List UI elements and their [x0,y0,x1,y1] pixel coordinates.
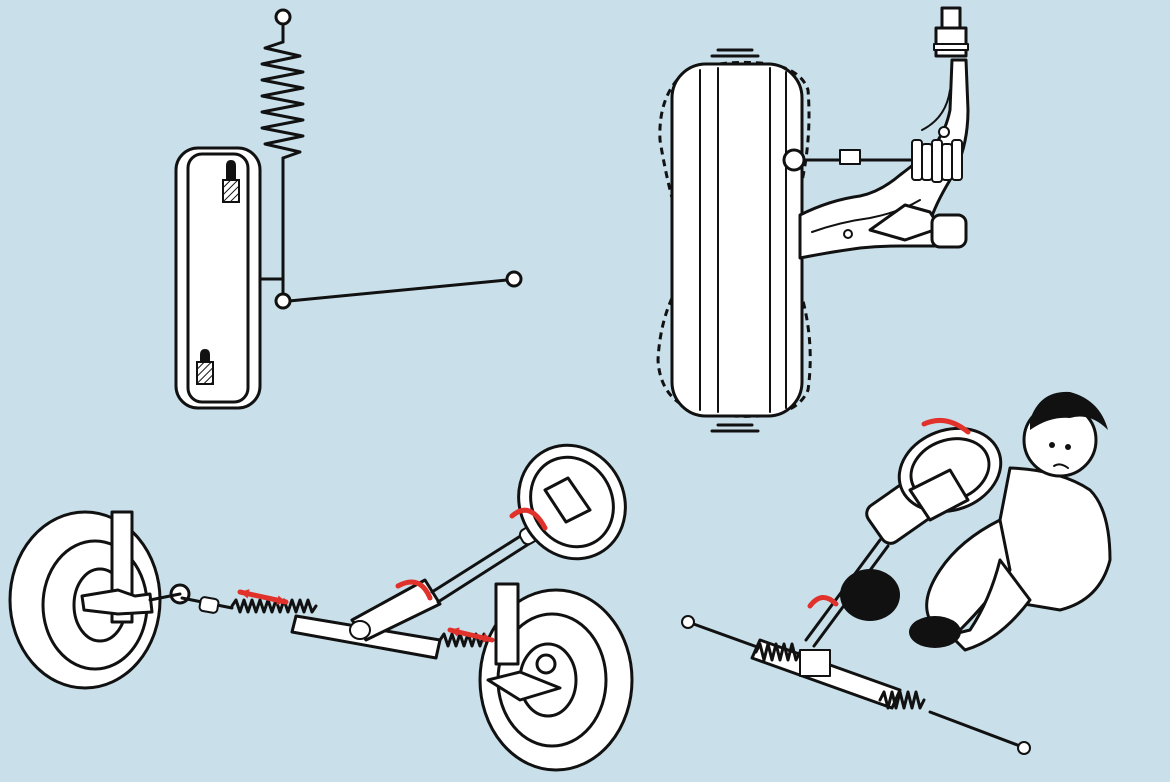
driver-rack [681,615,1031,755]
suspension-schematic-icon [174,8,523,410]
driver-steering-icon [681,391,1112,755]
shaft-rotation-arrow [807,595,839,609]
lower-pivot [274,292,292,310]
pinion-rotation-arrow [395,579,433,601]
arrowhead [482,633,492,643]
coil-spring [260,8,305,296]
wheel-front-view [670,48,804,433]
lower-control-arm [782,6,970,260]
arrowhead [450,627,460,637]
wheel-rotation-arrow [921,417,971,435]
control-arm-line [287,278,509,303]
wheel-and-control-arm-icon [656,6,970,433]
tire-side-view [174,146,262,410]
rack-and-pinion-steering-icon [8,443,634,772]
driver-figure [840,391,1112,652]
arrowhead [276,595,286,605]
arrowhead [240,589,250,599]
motion-arrows [237,507,548,643]
column-rotation-arrow [509,507,548,531]
arm-pivot [505,270,523,288]
driver-motion-arrows [807,417,971,609]
right-wheel [478,582,634,772]
left-wheel [8,510,191,690]
